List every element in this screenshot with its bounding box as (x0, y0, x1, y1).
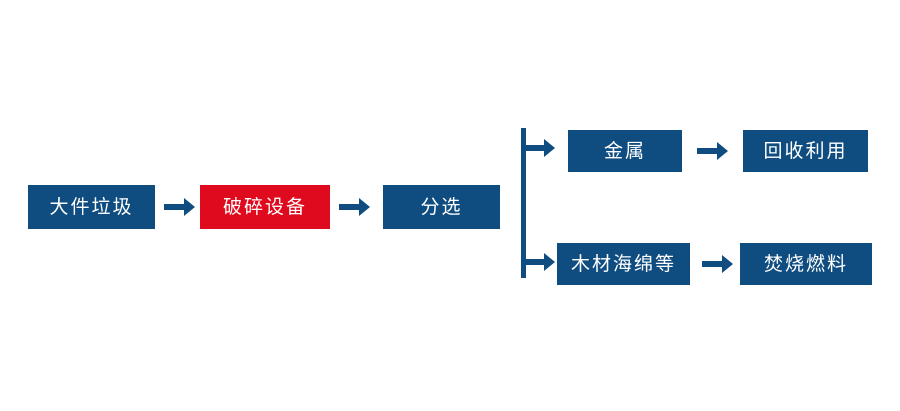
node-incineration-fuel[interactable]: 焚烧燃料 (740, 243, 872, 285)
node-recycling-reuse-label: 回收利用 (763, 140, 848, 162)
arrow-right-icon-crusher-to-sorting (339, 196, 371, 218)
node-crusher-equipment-label: 破碎设备 (222, 196, 307, 218)
node-sorting-label: 分选 (420, 196, 463, 218)
split-bracket-icon (520, 128, 568, 278)
node-metal[interactable]: 金属 (568, 130, 682, 172)
node-incineration-fuel-label: 焚烧燃料 (763, 253, 848, 275)
arrow-right-icon-metal-to-recycling (697, 140, 729, 162)
node-wood-sponge-etc[interactable]: 木材海绵等 (557, 243, 690, 285)
node-recycling-reuse[interactable]: 回收利用 (743, 130, 868, 172)
node-bulky-waste[interactable]: 大件垃圾 (28, 185, 155, 229)
node-bulky-waste-label: 大件垃圾 (49, 196, 134, 218)
node-wood-sponge-etc-label: 木材海绵等 (570, 253, 676, 275)
node-sorting[interactable]: 分选 (383, 185, 500, 229)
arrow-right-icon-wood-to-incineration (702, 253, 734, 275)
arrow-right-icon-bulky-to-crusher (164, 196, 196, 218)
node-metal-label: 金属 (603, 140, 646, 162)
node-crusher-equipment[interactable]: 破碎设备 (200, 185, 330, 229)
